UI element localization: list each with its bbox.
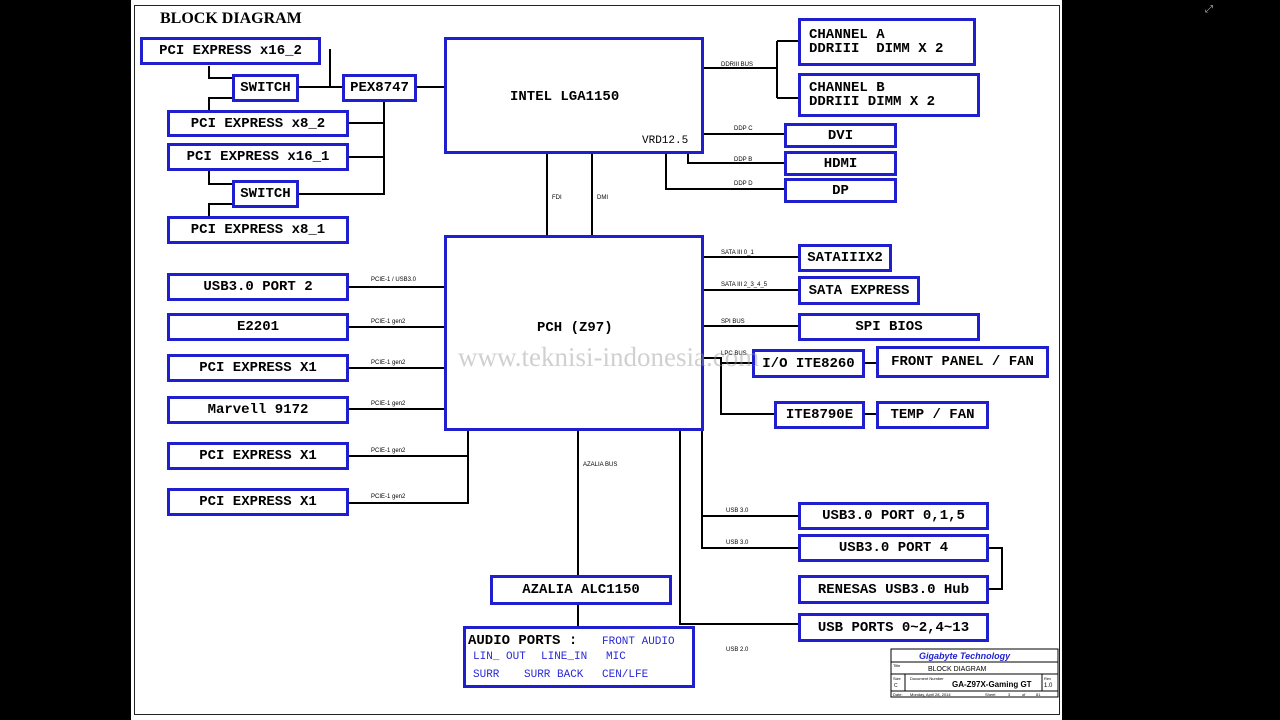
renesas-hub-box: RENESAS USB3.0 Hub <box>798 575 989 604</box>
azalia-alc1150-box: AZALIA ALC1150 <box>490 575 672 605</box>
tb-size-value: C <box>894 683 898 689</box>
tb-rev-value: 1.0 <box>1044 683 1053 689</box>
audio-ports-box <box>463 626 695 688</box>
bus-label-pcie-x1-a: PCIE-1 gen2 <box>371 360 406 366</box>
spi-bios-box: SPI BIOS <box>798 313 980 341</box>
io-ite8260-box: I/O ITE8260 <box>752 349 865 378</box>
pcie-x8-1-box: PCI EXPRESS x8_1 <box>167 216 349 244</box>
audio-front-label: FRONT AUDIO <box>602 636 675 648</box>
pch-label: PCH (Z97) <box>537 320 613 336</box>
tb-size-label: Size <box>893 676 901 681</box>
tb-date-value: Monday, April 28, 2014 <box>910 692 951 697</box>
audio-surr-label: SURR <box>473 669 500 681</box>
bus-label-e2201: PCIE-1 gen2 <box>371 319 406 325</box>
fullscreen-icon[interactable]: ⤢ <box>1205 4 1213 15</box>
ddp-d-label: DDP D <box>734 181 753 187</box>
tb-rev-label: Rev <box>1044 676 1052 681</box>
dvi-box: DVI <box>784 123 897 148</box>
channel-b-line1: CHANNEL B <box>809 80 885 96</box>
tb-date-label: Date: <box>893 692 903 697</box>
tb-sheet-label: Sheet <box>985 692 996 697</box>
cpu-box <box>444 37 704 154</box>
spi-bus-label: SPI BUS <box>721 319 745 325</box>
e2201-box: E2201 <box>167 313 349 341</box>
pex8747-box: PEX8747 <box>342 74 417 102</box>
lpc-bus-label: LPC BUS <box>721 351 747 357</box>
tb-sheet-value: 3 <box>1008 692 1011 697</box>
tb-title-value: BLOCK DIAGRAM <box>928 666 987 673</box>
usb30-port015-box: USB3.0 PORT 0,1,5 <box>798 502 989 530</box>
tb-title-label: Title <box>893 663 901 668</box>
sata-0-1-label: SATA III 0_1 <box>721 250 754 256</box>
dmi-label: DMI <box>597 195 608 201</box>
marvell-9172-box: Marvell 9172 <box>167 396 349 424</box>
fdi-label: FDI <box>552 195 562 201</box>
pcie-x16-2-box: PCI EXPRESS x16_2 <box>140 37 321 65</box>
tb-of-label: of <box>1022 692 1026 697</box>
usb20-label: USB 2.0 <box>726 647 749 653</box>
audio-lin-out-label: LIN_ OUT <box>473 651 526 663</box>
audio-mic-label: MIC <box>606 651 626 663</box>
bus-label-marvell: PCIE-1 gen2 <box>371 401 406 407</box>
channel-b-box: CHANNEL B DDRIII DIMM X 2 <box>798 73 980 117</box>
cpu-vrd-label: VRD12.5 <box>642 135 689 147</box>
pcie-x1-a-box: PCI EXPRESS X1 <box>167 354 349 382</box>
hdmi-box: HDMI <box>784 151 897 176</box>
bus-label-usb30-port2: PCIE-1 / USB3.0 <box>371 277 417 283</box>
channel-b-line2: DDRIII DIMM X 2 <box>809 94 936 110</box>
usb30-port4-box: USB3.0 PORT 4 <box>798 534 989 562</box>
tb-of-value: 81 <box>1036 692 1041 697</box>
audio-ports-title: AUDIO PORTS : <box>468 633 578 649</box>
usb30-label-b: USB 3.0 <box>726 540 749 546</box>
company-name: Gigabyte Technology <box>919 651 1011 661</box>
ddp-c-label: DDP C <box>734 126 753 132</box>
tb-doc-value: GA-Z97X-Gaming GT <box>952 680 1032 689</box>
ite8790e-box: ITE8790E <box>774 401 865 429</box>
azalia-bus-label: AZALIA BUS <box>583 462 618 468</box>
usb-ports-box: USB PORTS 0~2,4~13 <box>798 613 989 642</box>
audio-line-in-label: LINE_IN <box>541 651 588 663</box>
ddr-bus-label: DDRIII BUS <box>721 62 754 68</box>
audio-cen-lfe-label: CEN/LFE <box>602 669 649 681</box>
usb30-port2-box: USB3.0 PORT 2 <box>167 273 349 301</box>
audio-surr-back-label: SURR BACK <box>524 669 584 681</box>
usb30-label-a: USB 3.0 <box>726 508 749 514</box>
temp-fan-box: TEMP / FAN <box>876 401 989 429</box>
pch-box <box>444 235 704 431</box>
front-panel-fan-box: FRONT PANEL / FAN <box>876 346 1049 378</box>
sheet-border <box>134 5 1060 715</box>
switch-1-box: SWITCH <box>232 74 299 102</box>
sata3x2-box: SATAIIIX2 <box>798 244 892 272</box>
watermark: www.teknisi-indonesia.com <box>458 342 760 372</box>
pcie-x1-b-box: PCI EXPRESS X1 <box>167 442 349 470</box>
dp-box: DP <box>784 178 897 203</box>
ddp-b-label: DDP B <box>734 157 753 163</box>
channel-a-line2: DDRIII DIMM X 2 <box>809 41 944 57</box>
pcie-x8-2-box: PCI EXPRESS x8_2 <box>167 110 349 137</box>
diagram-title: BLOCK DIAGRAM <box>160 10 302 27</box>
tb-doc-label: Document Number <box>910 676 944 681</box>
sata-express-box: SATA EXPRESS <box>798 276 920 305</box>
pcie-x16-1-box: PCI EXPRESS x16_1 <box>167 143 349 171</box>
sata-2-5-label: SATA III 2_3_4_5 <box>721 282 768 288</box>
switch-2-box: SWITCH <box>232 180 299 208</box>
cpu-label: INTEL LGA1150 <box>510 89 620 105</box>
bus-label-pcie-x1-b: PCIE-1 gen2 <box>371 448 406 454</box>
pcie-x1-c-box: PCI EXPRESS X1 <box>167 488 349 516</box>
bus-label-pcie-x1-c: PCIE-1 gen2 <box>371 494 406 500</box>
channel-a-line1: CHANNEL A <box>809 27 885 43</box>
channel-a-box: CHANNEL A DDRIII DIMM X 2 <box>798 18 976 66</box>
